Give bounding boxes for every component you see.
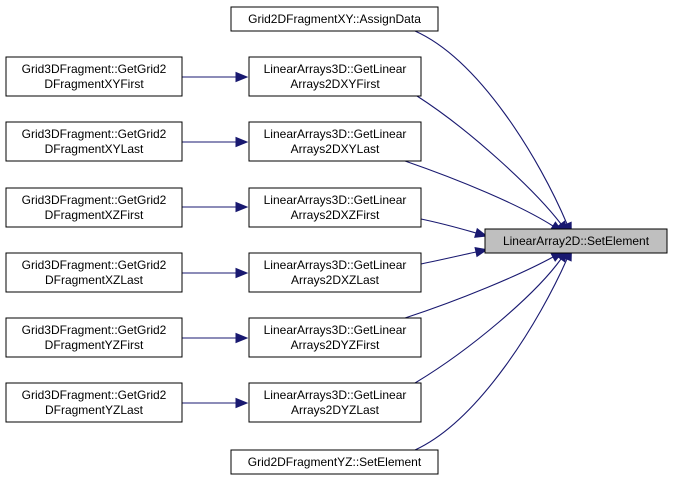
node-box (248, 56, 422, 97)
node-box (484, 228, 668, 254)
node-label-line: Arrays2DXYLast (291, 142, 380, 156)
node-label-line: Grid3DFragment::GetGrid2 (22, 258, 167, 272)
node-label-line: DFragmentXYLast (45, 142, 144, 156)
caller-node-xy_assign[interactable]: Grid2DFragmentXY::AssignData (230, 6, 439, 32)
call-edge-g_yzf-to-la_yzf (182, 332, 249, 344)
node-label-line: Grid3DFragment::GetGrid2 (22, 193, 167, 207)
node-label-line: Arrays2DYZLast (291, 403, 380, 417)
edge-line (416, 95, 562, 225)
node-label-line: LinearArrays3D::GetLinear (264, 323, 407, 337)
caller-node-yz_set[interactable]: Grid2DFragmentYZ::SetElement (230, 449, 439, 475)
node-label-line: Arrays2DXYFirst (290, 77, 380, 91)
nodes-layer: LinearArray2D::SetElement Grid2DFragmentX… (5, 6, 668, 475)
call-edge-g_xyl-to-la_xyl (182, 136, 249, 148)
edge-line (414, 258, 562, 384)
node-label-line: LinearArrays3D::GetLinear (264, 388, 407, 402)
node-label-line: DFragmentXYFirst (44, 77, 144, 91)
node-label-line: LinearArrays3D::GetLinear (264, 193, 407, 207)
node-label-line: Arrays2DXZFirst (291, 208, 380, 222)
node-box (248, 252, 422, 293)
target-node[interactable]: LinearArray2D::SetElement (484, 228, 668, 254)
edge-arrowhead (474, 246, 489, 258)
edge-line (404, 256, 554, 319)
call-edge-la_xyl-to-target (404, 160, 564, 233)
call-edge-g_yzl-to-la_yzl (182, 397, 249, 409)
node-box (230, 449, 439, 475)
node-label-line: Grid3DFragment::GetGrid2 (22, 388, 167, 402)
edge-line (420, 218, 477, 234)
node-label-line: Arrays2DXZLast (291, 273, 380, 287)
node-label-line: Grid3DFragment::GetGrid2 (22, 323, 167, 337)
edge-arrowhead (235, 332, 249, 344)
node-label-line: Grid3DFragment::GetGrid2 (22, 62, 167, 76)
edge-arrowhead (235, 136, 249, 148)
node-box (248, 121, 422, 162)
node-label-line: DFragmentXZLast (45, 273, 144, 287)
edge-arrowhead (474, 227, 488, 238)
edge-line (414, 258, 568, 451)
node-box (248, 382, 422, 423)
node-label-line: LinearArray2D::SetElement (503, 234, 650, 248)
node-label-line: DFragmentYZLast (45, 403, 144, 417)
call-edge-la_yzl-to-target (414, 249, 569, 384)
edge-arrowhead (235, 397, 249, 409)
call-edge-la_xzl-to-target (420, 246, 489, 265)
node-label-line: Grid2DFragmentYZ::SetElement (248, 455, 422, 469)
call-edge-g_xzf-to-la_xzf (182, 201, 249, 213)
call-edge-yz_set-to-target (414, 247, 572, 451)
node-label-line: Arrays2DYZFirst (291, 338, 380, 352)
node-label-line: DFragmentYZFirst (45, 338, 144, 352)
node-label-line: LinearArrays3D::GetLinear (264, 127, 407, 141)
node-box (5, 382, 183, 423)
call-edge-la_xyf-to-target (416, 95, 569, 234)
node-label-line: Grid3DFragment::GetGrid2 (22, 127, 167, 141)
node-box (248, 317, 422, 358)
edge-arrowhead (235, 201, 249, 213)
node-label-line: DFragmentXZFirst (45, 208, 144, 222)
edge-arrowhead (235, 267, 249, 279)
node-box (230, 6, 439, 32)
node-box (248, 187, 422, 228)
call-edge-g_xzl-to-la_xzl (182, 267, 249, 279)
edge-line (404, 160, 554, 227)
edge-line (420, 251, 477, 265)
node-box (5, 121, 183, 162)
node-label-line: LinearArrays3D::GetLinear (264, 62, 407, 76)
node-box (5, 317, 183, 358)
node-box (5, 252, 183, 293)
call-edge-la_xzf-to-target (420, 218, 488, 238)
node-box (5, 187, 183, 228)
edge-line (414, 30, 568, 225)
node-box (5, 56, 183, 97)
edge-arrowhead (235, 71, 249, 83)
node-label-line: Grid2DFragmentXY::AssignData (248, 12, 421, 26)
node-label-line: LinearArrays3D::GetLinear (264, 258, 407, 272)
call-edge-g_xyf-to-la_xyf (182, 71, 249, 83)
call-edge-xy_assign-to-target (414, 30, 572, 236)
